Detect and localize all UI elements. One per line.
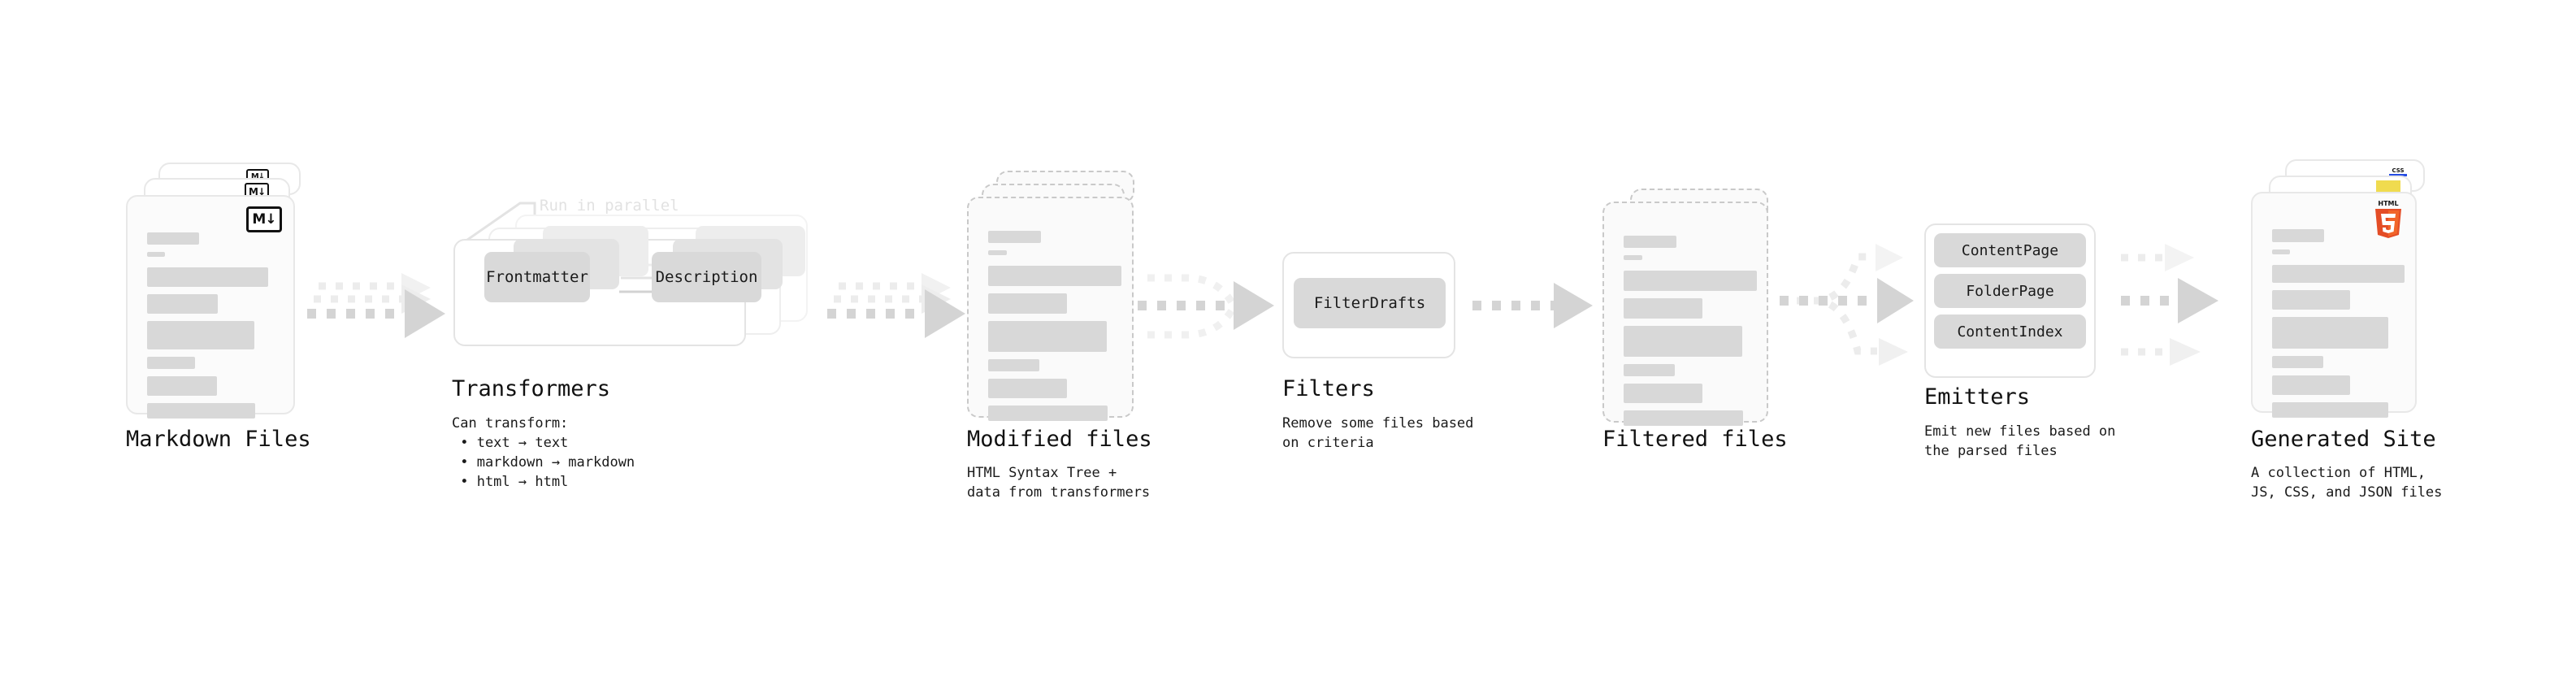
connector-transformers-to-modified bbox=[827, 268, 965, 358]
chip-label: Frontmatter bbox=[486, 268, 588, 286]
placeholder-line bbox=[147, 321, 254, 349]
placeholder-line bbox=[1624, 384, 1702, 403]
placeholder-line bbox=[988, 293, 1067, 314]
placeholder-line bbox=[147, 403, 255, 419]
connector-filtered-to-emitters bbox=[1780, 236, 1934, 370]
chip-label: FolderPage bbox=[1966, 282, 2054, 300]
run-in-parallel-label: Run in parallel bbox=[540, 197, 679, 215]
stage-title-transformers: Transformers bbox=[452, 376, 611, 401]
markdown-badge-letter: M bbox=[248, 186, 258, 197]
placeholder-line bbox=[2272, 375, 2350, 395]
markdown-badge-letter: M bbox=[252, 210, 266, 228]
filtered-card-front bbox=[1602, 202, 1768, 426]
placeholder-line bbox=[2272, 229, 2324, 242]
chip-label: Description bbox=[655, 268, 758, 286]
modified-files-stack bbox=[967, 171, 1154, 423]
placeholder-line bbox=[988, 406, 1108, 421]
stage-desc-modified-files: HTML Syntax Tree + data from transformer… bbox=[967, 465, 1151, 501]
placeholder-line bbox=[2272, 317, 2388, 349]
stage-title-filters: Filters bbox=[1282, 376, 1375, 401]
emitters-chip-contentpage[interactable]: ContentPage bbox=[1934, 233, 2086, 267]
placeholder-line bbox=[147, 252, 165, 257]
placeholder-line bbox=[2272, 290, 2350, 310]
css3-icon: CSS bbox=[2387, 165, 2409, 180]
stage-title-generated-site: Generated Site bbox=[2251, 427, 2436, 452]
placeholder-line bbox=[988, 266, 1121, 286]
markdown-card-front: M↓ bbox=[126, 195, 295, 419]
stage-title-modified-files: Modified files bbox=[967, 427, 1152, 452]
placeholder-line bbox=[147, 267, 268, 287]
connector-emitters-to-site bbox=[2121, 236, 2267, 370]
filtered-card-lines bbox=[1624, 236, 1757, 433]
markdown-badge-letter: M bbox=[250, 172, 259, 181]
transformers-chip-description[interactable]: Description bbox=[652, 252, 761, 302]
stage-title-filtered-files: Filtered files bbox=[1602, 427, 1788, 452]
placeholder-line bbox=[988, 379, 1067, 398]
stage-desc-generated-site: A collection of HTML, JS, CSS, and JSON … bbox=[2251, 465, 2443, 501]
stage-desc-transformers: Can transform: • text → text • markdown … bbox=[452, 415, 635, 490]
placeholder-line bbox=[1624, 298, 1702, 319]
filtered-files-stack bbox=[1602, 189, 1789, 426]
markdown-card-lines bbox=[147, 232, 279, 426]
placeholder-line bbox=[1624, 364, 1675, 376]
stage-title-markdown-files: Markdown Files bbox=[126, 427, 311, 452]
stage-title-emitters: Emitters bbox=[1924, 384, 2031, 410]
placeholder-line bbox=[1624, 255, 1642, 260]
transformers-chip-frontmatter[interactable]: Frontmatter bbox=[484, 252, 590, 302]
placeholder-line bbox=[147, 232, 199, 245]
connector-filters-to-filtered bbox=[1472, 283, 1594, 348]
placeholder-line bbox=[2272, 356, 2323, 368]
filters-chip-filterdrafts[interactable]: FilterDrafts bbox=[1294, 278, 1446, 328]
js-icon bbox=[2376, 180, 2400, 195]
chip-label: FilterDrafts bbox=[1313, 294, 1426, 312]
placeholder-line bbox=[988, 321, 1107, 352]
connector-modified-to-filters bbox=[1138, 260, 1276, 358]
chip-label: ContentPage bbox=[1961, 241, 2059, 259]
generated-card-front: HTML bbox=[2251, 192, 2417, 418]
placeholder-line bbox=[147, 294, 218, 314]
emitters-chip-folderpage[interactable]: FolderPage bbox=[1934, 274, 2086, 308]
placeholder-line bbox=[1624, 236, 1676, 248]
markdown-icon: M↓ bbox=[246, 206, 282, 232]
generated-card-lines bbox=[2272, 229, 2405, 425]
markdown-files-stack: M↓ M↓ M↓ bbox=[126, 163, 313, 419]
connector-md-to-transformers bbox=[307, 268, 445, 358]
html5-icon: HTML bbox=[2371, 197, 2405, 240]
placeholder-line bbox=[2272, 249, 2290, 254]
html5-wordmark: HTML bbox=[2378, 200, 2398, 207]
stage-desc-filters: Remove some files based on criteria bbox=[1282, 415, 1474, 451]
generated-site-stack: CSS HTML bbox=[2251, 159, 2454, 427]
placeholder-line bbox=[2272, 402, 2388, 418]
placeholder-line bbox=[147, 376, 217, 396]
placeholder-line bbox=[2272, 265, 2405, 283]
svg-text:CSS: CSS bbox=[2392, 167, 2404, 174]
placeholder-line bbox=[1624, 326, 1742, 357]
placeholder-line bbox=[988, 231, 1041, 243]
placeholder-line bbox=[988, 359, 1039, 371]
stage-desc-emitters: Emit new files based on the parsed files bbox=[1924, 423, 2116, 459]
modified-card-lines bbox=[988, 231, 1121, 428]
placeholder-line bbox=[988, 250, 1007, 255]
chip-label: ContentIndex bbox=[1957, 323, 2063, 340]
placeholder-line bbox=[1624, 271, 1757, 291]
modified-card-front bbox=[967, 197, 1134, 421]
emitters-chip-contentindex[interactable]: ContentIndex bbox=[1934, 314, 2086, 349]
placeholder-line bbox=[1624, 410, 1743, 426]
placeholder-line bbox=[147, 357, 195, 369]
